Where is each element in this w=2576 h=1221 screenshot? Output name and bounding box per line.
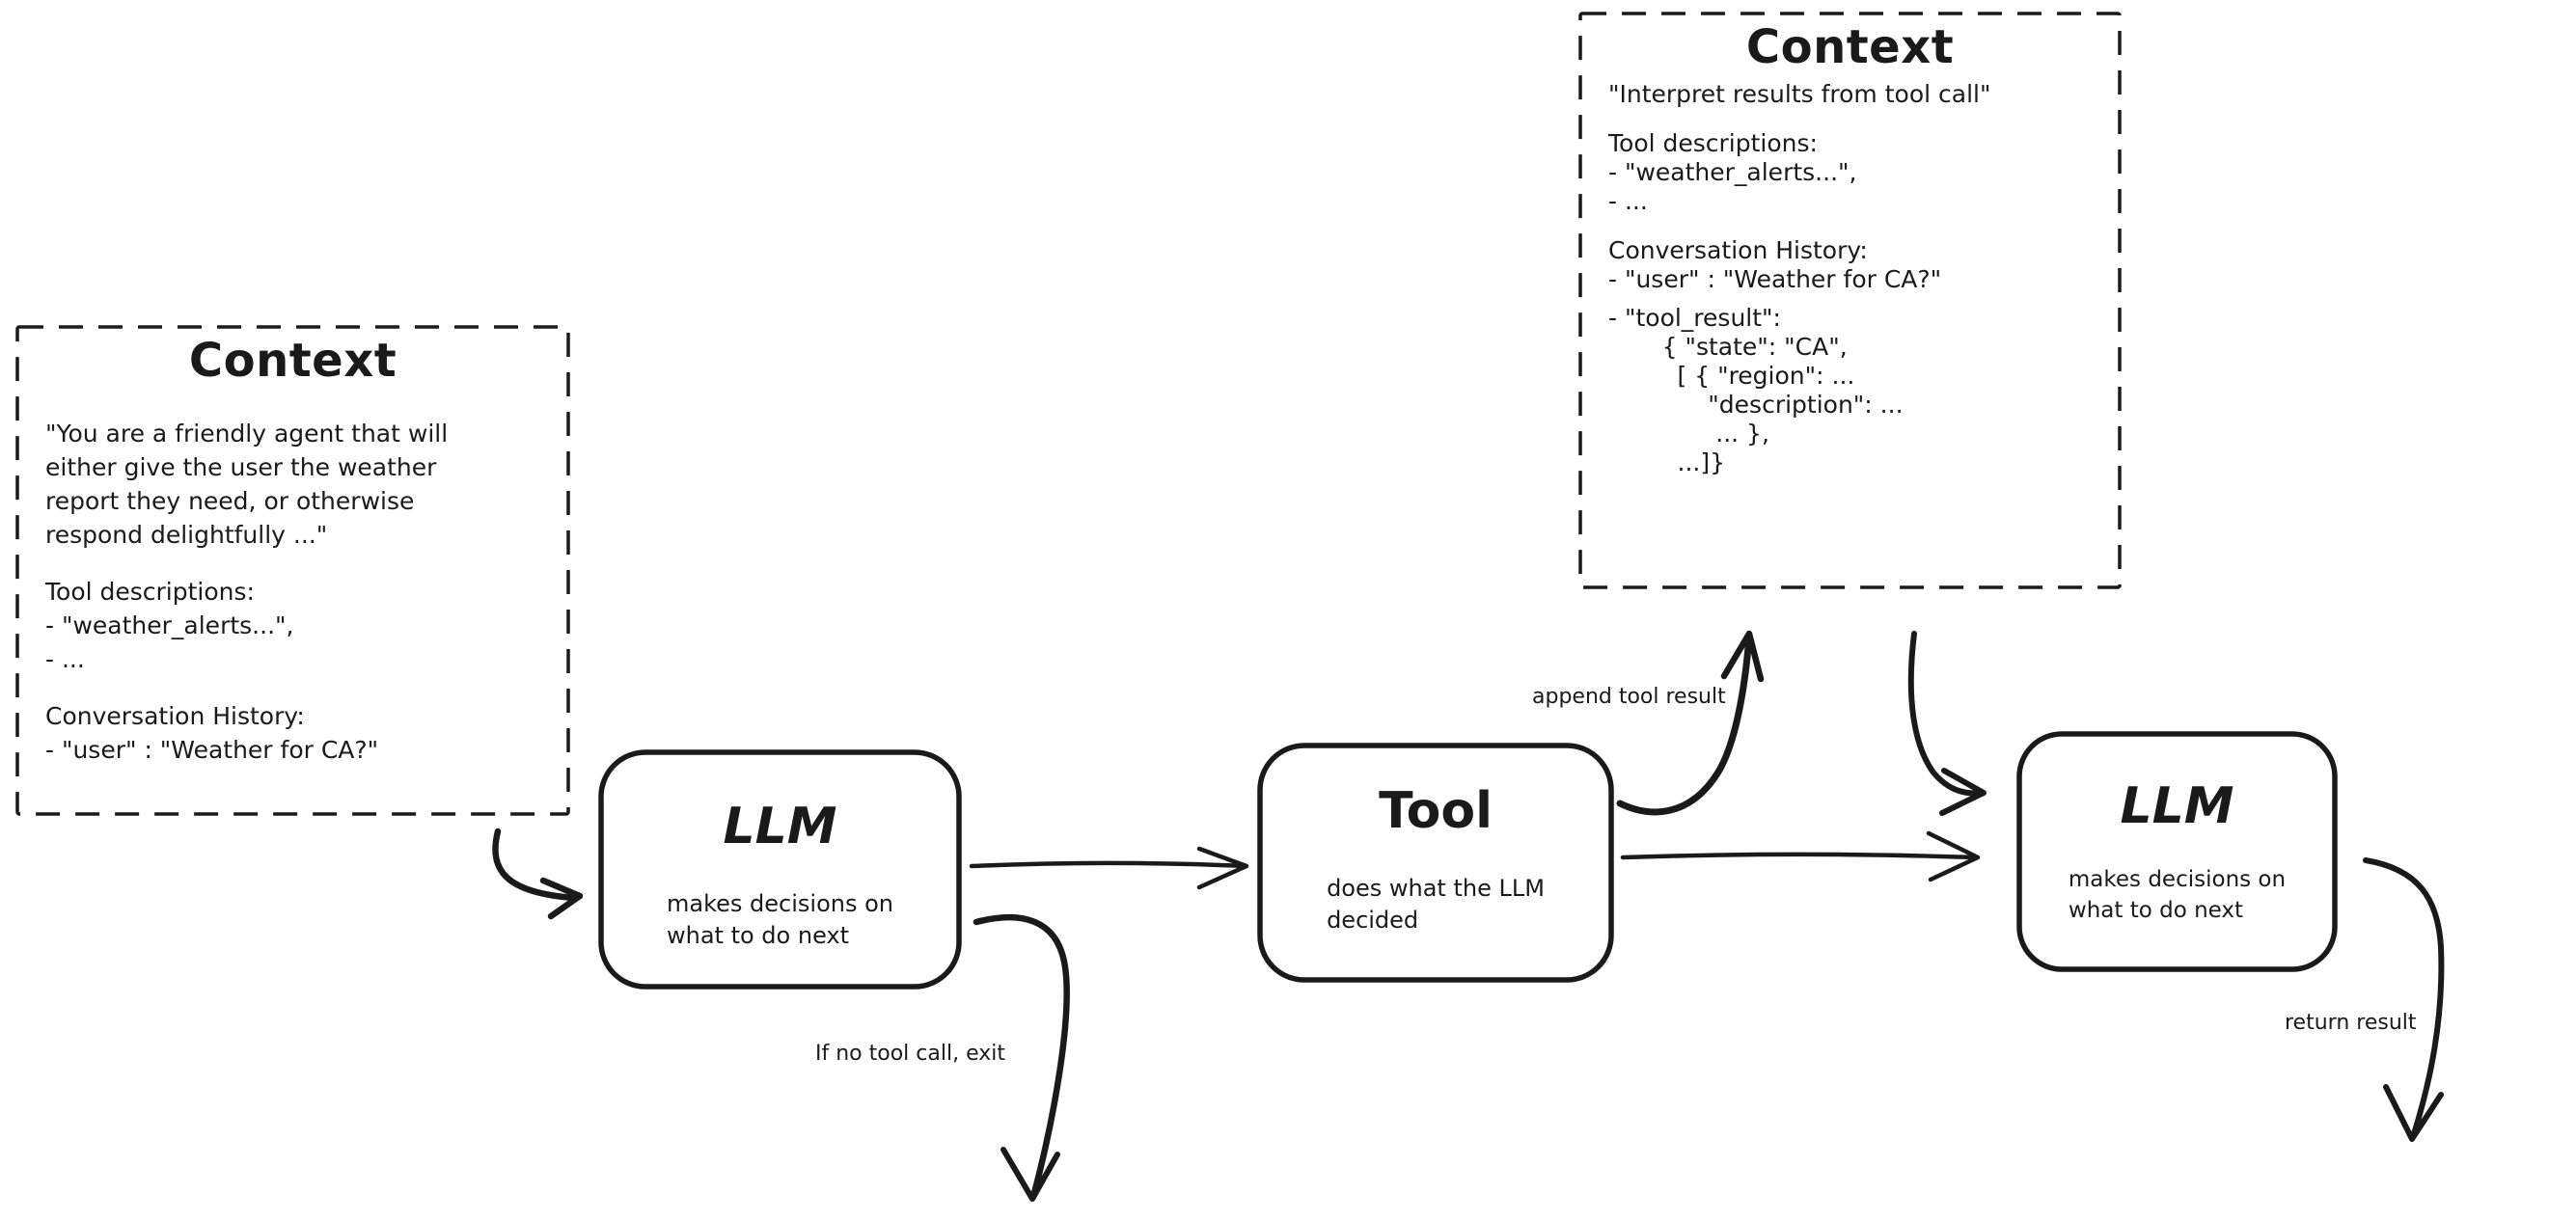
tool-node: Tool does what the LLM decided — [1257, 743, 1614, 982]
arrowhead-context-left-to-llm1 — [539, 877, 584, 920]
edge-label-return-result: return result — [2285, 1011, 2417, 1035]
arrow-tool-to-llm2 — [1620, 852, 1977, 860]
tool-result-block: - "tool_result": { "state": "CA", [ { "r… — [1608, 304, 1904, 476]
llm-node-1: LLM makes decisions on what to do next — [598, 749, 962, 989]
context-top-right-conversation-history: Conversation History: - "user" : "Weathe… — [1608, 236, 2105, 477]
edge-label-no-tool-call-exit: If no tool call, exit — [815, 1042, 1005, 1066]
context-box-top-right: Context "Interpret results from tool cal… — [1579, 13, 2121, 588]
context-top-right-title: Context — [1745, 20, 1955, 74]
context-box-left: Context "You are a friendly agent that w… — [16, 326, 569, 815]
context-left-system-prompt: "You are a friendly agent that will eith… — [45, 420, 449, 549]
context-left-body: "You are a friendly agent that will eith… — [45, 417, 554, 767]
context-left-title: Context — [188, 334, 397, 388]
llm-node-1-subtitle: makes decisions on what to do next — [667, 890, 893, 949]
llm-node-2-title: LLM — [2120, 777, 2234, 835]
context-box-left-border — [15, 325, 570, 816]
arrow-context-to-llm2 — [1907, 631, 1984, 797]
context-top-right-body: "Interpret results from tool call" Tool … — [1608, 80, 2105, 477]
llm-node-2-border — [2016, 731, 2338, 972]
llm-node-1-title: LLM — [723, 798, 837, 855]
edge-label-append-tool-result: append tool result — [1532, 685, 1726, 709]
tool-descriptions-item: - "weather_alerts...", — [45, 611, 294, 639]
arrow-tool-to-context — [1616, 632, 1753, 816]
arrowhead-llm1-exit — [1000, 1147, 1060, 1202]
llm-node-2: LLM makes decisions on what to do next — [2016, 731, 2338, 972]
tool-node-subtitle: does what the LLM decided — [1327, 875, 1545, 934]
arrowhead-llm1-to-tool — [1196, 846, 1249, 890]
arrowhead-llm2-return — [2383, 1084, 2444, 1142]
arrow-llm2-return — [2363, 857, 2445, 1140]
arrowhead-context-to-llm2 — [1939, 768, 1987, 816]
history-item: - "user" : "Weather for CA?" — [1608, 265, 1942, 293]
tool-node-title: Tool — [1379, 782, 1493, 840]
llm-node-2-subtitle: makes decisions on what to do next — [2068, 867, 2287, 923]
context-top-right-tool-descriptions: Tool descriptions: - "weather_alerts..."… — [1608, 129, 2105, 216]
history-item: - "user" : "Weather for CA?" — [45, 736, 379, 764]
context-left-tool-descriptions: Tool descriptions: - "weather_alerts..."… — [45, 575, 554, 676]
llm-node-1-border — [598, 749, 962, 990]
history-heading: Conversation History: — [45, 702, 305, 730]
tool-node-border — [1257, 743, 1614, 983]
context-top-right-system-prompt: "Interpret results from tool call" — [1608, 80, 1991, 108]
context-left-conversation-history: Conversation History: - "user" : "Weathe… — [45, 699, 554, 767]
arrow-context-left-to-llm1 — [492, 828, 579, 902]
arrowhead-tool-to-llm2 — [1926, 830, 1981, 882]
history-heading: Conversation History: — [1608, 236, 1868, 264]
tool-descriptions-heading: Tool descriptions: — [45, 578, 255, 606]
tool-descriptions-heading: Tool descriptions: — [1608, 129, 1818, 157]
tool-descriptions-item: - ... — [1608, 187, 1648, 215]
arrow-llm1-exit — [973, 913, 1070, 1201]
tool-descriptions-item: - ... — [45, 645, 85, 673]
arrow-llm1-to-tool — [969, 860, 1247, 869]
tool-descriptions-item: - "weather_alerts...", — [1608, 158, 1857, 186]
arrowhead-tool-to-context — [1720, 630, 1765, 683]
